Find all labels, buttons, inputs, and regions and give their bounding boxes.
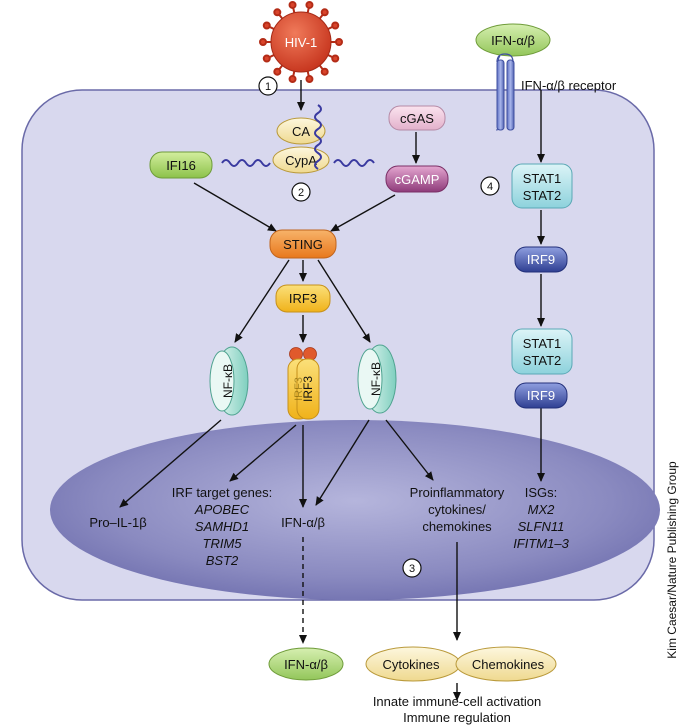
isg-slfn11: SLFN11 — [518, 519, 565, 534]
step-3-label: 3 — [409, 563, 415, 575]
cgas-label: cGAS — [400, 111, 434, 126]
virus-spike-tip — [273, 8, 282, 17]
virus-spike-tip — [273, 67, 282, 76]
cypa-label: CypA — [285, 153, 317, 168]
stat2-top-label: STAT2 — [523, 188, 562, 203]
gene-trim5: TRIM5 — [203, 536, 243, 551]
isgf3-complex: STAT1 STAT2 IRF9 — [511, 328, 573, 409]
ifn-receptor-icon — [495, 53, 515, 131]
step-2-marker: 2 — [291, 182, 311, 202]
ca-label: CA — [292, 124, 310, 139]
virus-spike-tip — [259, 38, 267, 46]
proinflammatory-line3: chemokines — [422, 519, 492, 534]
virus-spike-tip — [320, 67, 329, 76]
irf3-node: IRF3 — [275, 284, 331, 313]
nfkb-right: NF-κB — [357, 344, 397, 414]
isgs-block: ISGs: MX2 SLFN11 IFITM1–3 — [513, 485, 569, 551]
nuclear-ifn-label: IFN-α/β — [281, 515, 325, 530]
nucleus — [50, 420, 660, 600]
hiv-label: HIV-1 — [285, 35, 318, 50]
isg-mx2: MX2 — [528, 502, 556, 517]
ifn-ligand-label: IFN-α/β — [491, 33, 535, 48]
step-3-marker: 3 — [402, 558, 422, 578]
outcome-line2: Immune regulation — [403, 710, 511, 725]
irf3-dimer-label-b: IRF3 — [301, 376, 315, 402]
capsid-complex: CA CypA — [272, 104, 330, 174]
nfkb-right-label: NF-κB — [369, 362, 383, 396]
isg-ifitm: IFITM1–3 — [513, 536, 569, 551]
secreted-ifn-label: IFN-α/β — [284, 657, 328, 672]
gene-apobec: APOBEC — [194, 502, 250, 517]
cgamp-node: cGAMP — [385, 165, 449, 193]
irf9-top-node: IRF9 — [514, 246, 568, 273]
irf3-dimer: IRF3 IRF3 — [287, 347, 320, 420]
rna-strand-icon — [314, 104, 322, 170]
stat1-bottom-label: STAT1 — [523, 336, 562, 351]
credit-label: Kim Caesar/Nature Publishing Group — [665, 461, 679, 659]
virus-spike-tip — [331, 54, 340, 63]
gene-samhd1: SAMHD1 — [195, 519, 249, 534]
isgs-title: ISGs: — [525, 485, 558, 500]
irf3-dimer-label-a: IRF3 — [293, 377, 305, 401]
virus-spike-tip — [305, 75, 314, 84]
irf9-top-label: IRF9 — [527, 252, 555, 267]
dna-squiggle-left-icon — [221, 159, 271, 167]
proinflammatory-line1: Proinflammatory — [410, 485, 505, 500]
pro-il1b-label: Pro–IL-1β — [89, 515, 146, 530]
proinflammatory-block: Proinflammatory cytokines/ chemokines — [410, 485, 505, 534]
virus-spike-tip — [288, 0, 297, 9]
chemokines-node: Chemokines — [455, 646, 557, 682]
proinflammatory-line2: cytokines/ — [428, 502, 486, 517]
irf9-bottom-label: IRF9 — [527, 388, 555, 403]
virus-spike-tip — [320, 8, 329, 17]
ifi16-label: IFI16 — [166, 158, 196, 173]
irf3-label: IRF3 — [289, 291, 317, 306]
nfkb-left: NF-κB — [209, 346, 249, 416]
virus-spike-tip — [305, 0, 314, 9]
step-2-label: 2 — [298, 187, 304, 199]
step-1-marker: 1 — [258, 76, 278, 96]
outcome-line1: Innate immune-cell activation — [373, 694, 541, 709]
nfkb-left-label: NF-κB — [221, 364, 235, 398]
ifn-ligand-node: IFN-α/β — [475, 23, 551, 57]
virus-spike-tip — [288, 75, 297, 84]
sting-node: STING — [269, 229, 337, 259]
dna-squiggle-right-icon — [333, 159, 375, 167]
ifi16-node: IFI16 — [149, 151, 213, 179]
virus-spike-tip — [335, 38, 343, 46]
stat-complex-top: STAT1 STAT2 — [511, 163, 573, 209]
irf-target-genes: IRF target genes: APOBEC SAMHD1 TRIM5 BS… — [172, 485, 272, 568]
virus-spike-tip — [331, 21, 340, 30]
step-4-label: 4 — [487, 181, 493, 193]
stat1-top-label: STAT1 — [523, 171, 562, 186]
chemokines-label: Chemokines — [472, 657, 545, 672]
cgamp-label: cGAMP — [395, 172, 440, 187]
sting-label: STING — [283, 237, 323, 252]
irf-genes-title: IRF target genes: — [172, 485, 272, 500]
step-1-label: 1 — [265, 81, 271, 93]
virus-spike-tip — [262, 54, 271, 63]
gene-bst2: BST2 — [206, 553, 239, 568]
cgas-node: cGAS — [388, 105, 446, 131]
arrows — [119, 80, 545, 701]
receptor-label: IFN-α/β receptor — [521, 78, 617, 93]
cytokines-label: Cytokines — [382, 657, 440, 672]
step-4-marker: 4 — [480, 176, 500, 196]
stat2-bottom-label: STAT2 — [523, 353, 562, 368]
virus-spike-tip — [262, 21, 271, 30]
cytokines-node: Cytokines — [365, 646, 461, 682]
secreted-ifn-node: IFN-α/β — [268, 647, 344, 681]
ca-node — [276, 117, 326, 145]
hiv-virus: HIV-1 — [259, 0, 343, 84]
